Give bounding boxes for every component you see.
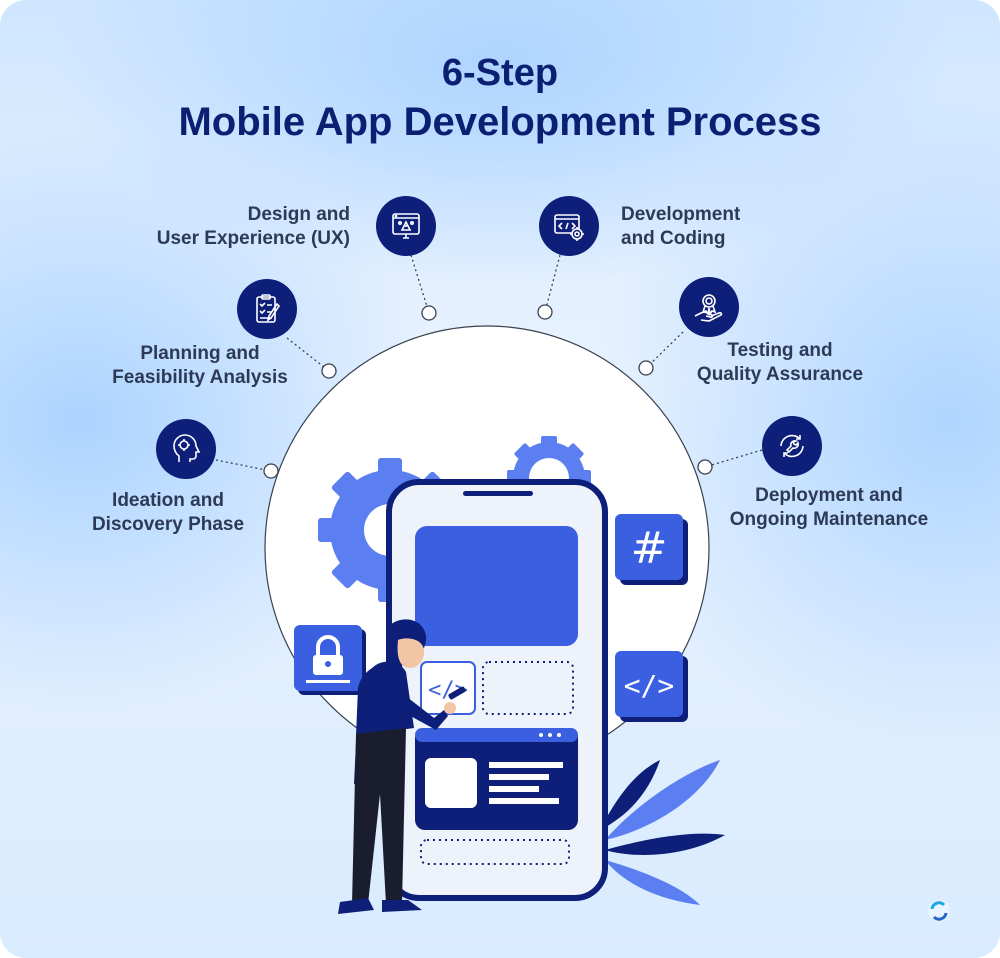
brand-logo-icon bbox=[928, 900, 950, 922]
clipboard-checklist-icon bbox=[237, 279, 297, 339]
step-development-label: Development and Coding bbox=[621, 204, 741, 249]
code-window-gear-icon bbox=[539, 196, 599, 256]
step-testing-label: Testing and Quality Assurance bbox=[696, 340, 864, 385]
hash-tile-icon: # bbox=[615, 514, 688, 585]
smartphone: </> bbox=[386, 479, 608, 901]
step-planning-label: Planning and Feasibility Analysis bbox=[112, 343, 288, 388]
connectors bbox=[215, 254, 763, 472]
cycle-wrench-icon bbox=[762, 416, 822, 476]
step-ideation-label: Ideation and Discovery Phase bbox=[91, 490, 245, 535]
design-monitor-icon bbox=[376, 196, 436, 256]
leaves-decoration bbox=[600, 760, 725, 905]
step-deployment-label: Deployment and Ongoing Maintenance bbox=[729, 485, 929, 530]
lock-tile-icon bbox=[294, 625, 366, 695]
title-line-2: Mobile App Development Process bbox=[178, 100, 822, 144]
person-figure bbox=[338, 619, 466, 914]
head-idea-icon bbox=[156, 419, 216, 479]
svg-text:#: # bbox=[631, 523, 668, 574]
step-design-label: Design and User Experience (UX) bbox=[156, 204, 350, 249]
circle-nodes bbox=[263, 304, 713, 479]
award-hand-icon bbox=[679, 277, 739, 337]
svg-text:</>: </> bbox=[624, 669, 675, 702]
code-tile-icon: </> bbox=[615, 651, 688, 722]
title-line-1: 6-Step bbox=[441, 52, 559, 94]
